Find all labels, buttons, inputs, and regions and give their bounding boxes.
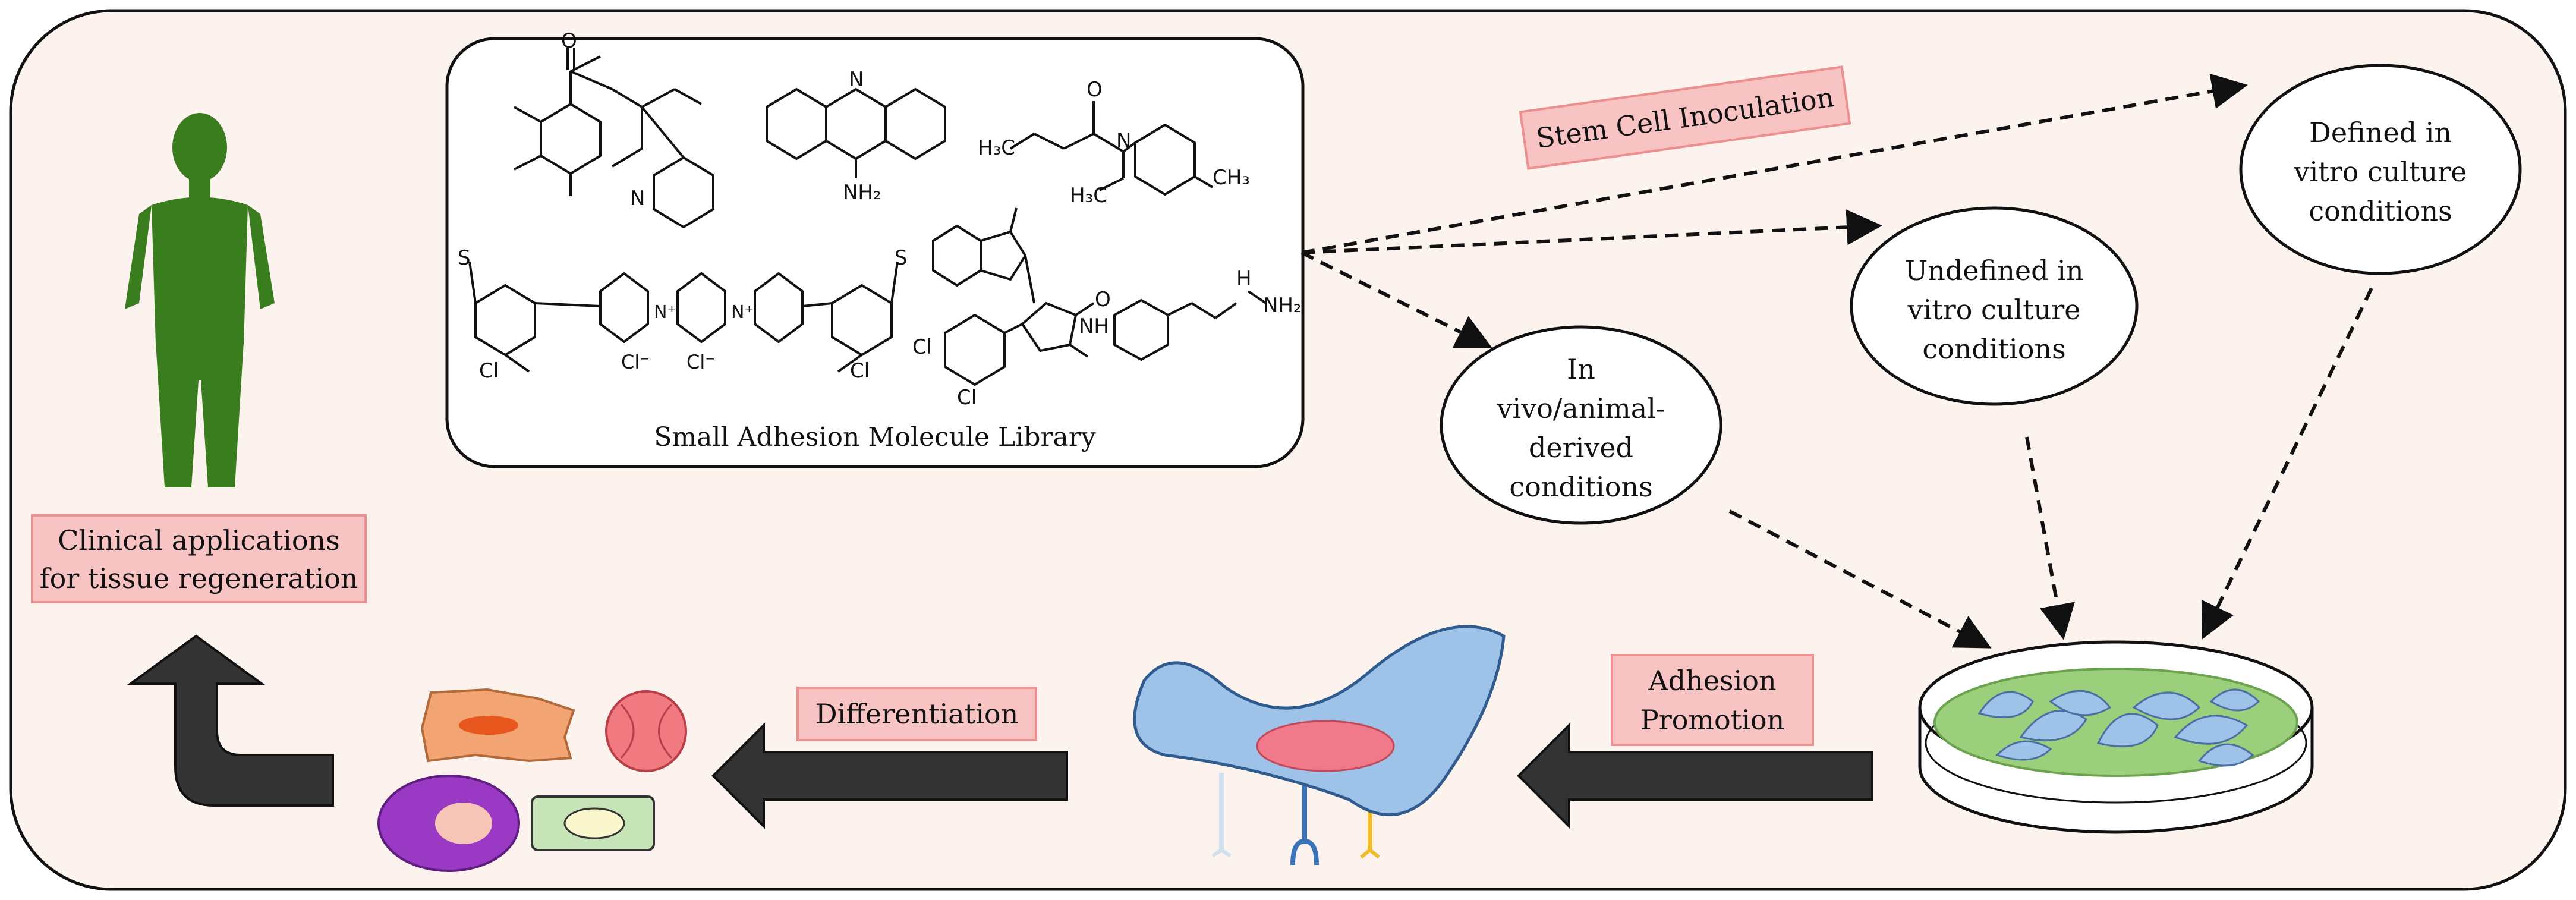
differentiation-arrow bbox=[711, 722, 1068, 829]
molecule-structures bbox=[468, 48, 1267, 386]
molecule-4 bbox=[468, 261, 899, 373]
condition-oval-in-vivo bbox=[1440, 325, 1722, 525]
atom-label-nh2: NH₂ bbox=[843, 181, 881, 204]
atom-label-h: H bbox=[1236, 267, 1252, 291]
condition-oval-defined bbox=[2239, 64, 2522, 275]
atom-label-o: O bbox=[1087, 78, 1103, 102]
atom-label-o: O bbox=[561, 29, 577, 53]
atom-label-h3c: H₃C bbox=[1070, 184, 1107, 207]
atom-label-s: S bbox=[895, 246, 908, 270]
differentiation-label: Differentiation bbox=[796, 687, 1037, 741]
differentiated-cells bbox=[377, 688, 687, 872]
atom-label-n-plus: N⁺ bbox=[654, 302, 676, 323]
atom-label-s: S bbox=[458, 246, 471, 270]
atom-label-cl: Cl bbox=[957, 386, 977, 410]
library-title: Small Adhesion Molecule Library bbox=[654, 422, 1096, 452]
condition-label-in-vivo: In vivo/animal- derived conditions bbox=[1497, 353, 1665, 503]
molecule-2 bbox=[766, 88, 946, 178]
atom-label-cl-minus: Cl⁻ bbox=[686, 351, 715, 373]
condition-label-defined: Defined in vitro culture conditions bbox=[2294, 117, 2467, 227]
atom-label-cl: Cl bbox=[850, 359, 870, 383]
clinical-return-arrow bbox=[127, 634, 334, 807]
atom-label-o: O bbox=[1095, 288, 1111, 311]
atom-label-n: N bbox=[1116, 129, 1131, 153]
clinical-applications-label: Clinical applications for tissue regener… bbox=[31, 514, 367, 603]
atom-label-n-plus: N⁺ bbox=[731, 302, 754, 323]
adhesion-promotion-label: Adhesion Promotion bbox=[1611, 654, 1814, 746]
atom-label-nh: NH bbox=[1079, 314, 1109, 338]
petri-dish bbox=[1918, 640, 2314, 834]
atom-label-cl-minus: Cl⁻ bbox=[621, 351, 650, 373]
inoculation-arrows bbox=[1300, 73, 2373, 649]
molecule-library-box bbox=[445, 37, 1305, 468]
human-figure bbox=[125, 113, 275, 487]
condition-oval-undefined bbox=[1850, 206, 2139, 406]
atom-label-ch3: CH₃ bbox=[1213, 166, 1250, 190]
atom-label-cl: Cl bbox=[912, 335, 932, 359]
molecule-6 bbox=[1113, 290, 1267, 361]
condition-label-undefined: Undefined in vitro culture conditions bbox=[1904, 254, 2084, 365]
molecule-1 bbox=[514, 48, 714, 228]
atom-label-nh2: NH₂ bbox=[1263, 294, 1302, 317]
adhered-cells bbox=[1977, 688, 2260, 767]
atom-label-h3c: H₃C bbox=[978, 136, 1015, 160]
atom-label-cl: Cl bbox=[479, 359, 499, 383]
atom-label-n: N bbox=[630, 187, 645, 210]
stem-cell bbox=[1133, 625, 1506, 866]
adhesion-arrow bbox=[1517, 722, 1873, 829]
molecule-5 bbox=[932, 207, 1095, 386]
atom-label-n: N bbox=[849, 68, 864, 92]
molecule-3 bbox=[1009, 101, 1214, 196]
